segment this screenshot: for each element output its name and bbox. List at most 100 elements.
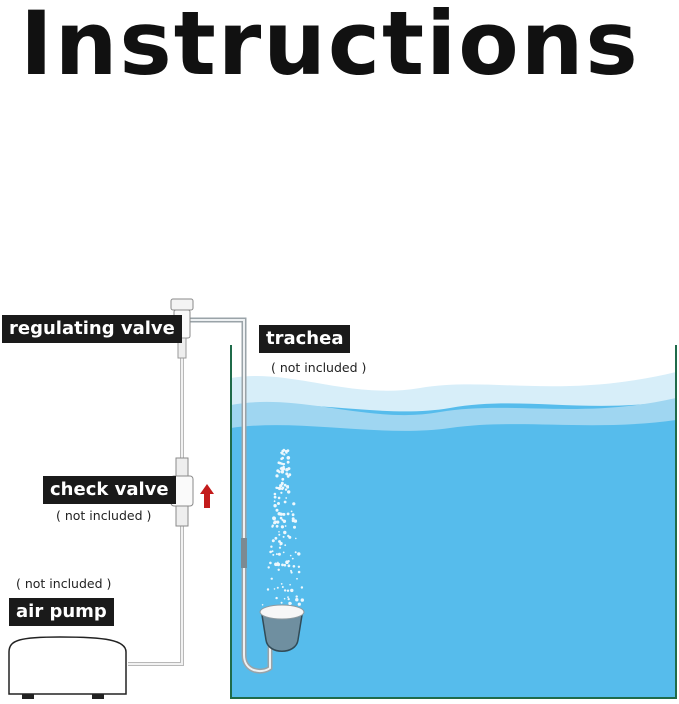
- bubble: [278, 546, 282, 549]
- bubble: [286, 589, 290, 592]
- bubble: [280, 481, 284, 485]
- bubble: [290, 588, 294, 593]
- bubble: [283, 483, 287, 487]
- bubble: [280, 451, 283, 454]
- wave-top: [231, 372, 676, 412]
- bubble: [280, 470, 285, 474]
- bubble: [283, 530, 287, 535]
- bubble: [279, 484, 282, 487]
- bubble: [271, 550, 274, 553]
- bubble: [266, 588, 270, 591]
- bubble: [293, 525, 296, 529]
- regulating-valve-label: regulating valve: [2, 315, 182, 343]
- bubble: [286, 449, 290, 452]
- bubble: [282, 465, 285, 469]
- bubble: [287, 596, 289, 598]
- bubble: [271, 539, 275, 543]
- bubble: [277, 502, 280, 505]
- bubble: [277, 496, 281, 500]
- page-title: Instructions: [20, 0, 640, 95]
- trachea-tube-inner: [190, 319, 271, 673]
- bubble: [278, 533, 281, 536]
- bubble: [285, 560, 289, 564]
- bubble: [297, 570, 301, 574]
- air-pump-label: air pump: [9, 598, 114, 626]
- bubble: [292, 565, 296, 568]
- bubble: [284, 488, 288, 491]
- bubble: [279, 516, 283, 520]
- bubble: [295, 595, 298, 598]
- bubble: [283, 597, 286, 600]
- bubble: [292, 502, 296, 506]
- bubble: [289, 602, 292, 605]
- bubble: [276, 469, 280, 473]
- flow-arrow-icon: [200, 484, 214, 508]
- bubble: [283, 500, 287, 504]
- bubble: [284, 449, 286, 452]
- bubble: [277, 486, 282, 491]
- bubble: [283, 453, 286, 456]
- bubble: [274, 520, 277, 523]
- bubble: [281, 487, 284, 491]
- bubble: [285, 451, 288, 454]
- bubble: [286, 485, 290, 489]
- bubble: [287, 564, 291, 568]
- bubble: [287, 598, 290, 601]
- bubble: [277, 552, 281, 556]
- bubble: [281, 563, 284, 567]
- bubble: [278, 540, 281, 543]
- bubble: [283, 563, 287, 567]
- bubble: [286, 475, 290, 478]
- bubble: [275, 524, 279, 528]
- air-pump-note: ( not included ): [16, 576, 112, 591]
- bubble: [295, 598, 299, 602]
- bubble: [290, 569, 292, 572]
- bubble: [291, 517, 295, 521]
- bubble: [283, 463, 285, 466]
- bubble: [285, 468, 289, 472]
- bubble: [297, 552, 301, 556]
- tube-weight: [241, 538, 247, 568]
- bubble: [283, 589, 287, 592]
- bubble: [284, 525, 287, 527]
- air-pump-icon: [8, 636, 127, 699]
- bubble: [289, 554, 292, 557]
- bubble: [285, 497, 288, 499]
- bubble: [261, 604, 264, 606]
- bubble: [277, 561, 279, 564]
- bubble: [286, 456, 291, 460]
- bubble: [273, 588, 276, 590]
- bubble: [274, 536, 278, 540]
- diffuser-icon: [259, 604, 305, 652]
- bubble: [273, 500, 276, 503]
- bubble: [267, 566, 270, 569]
- bubble: [281, 525, 284, 529]
- bubble: [276, 520, 280, 524]
- bubble: [276, 586, 279, 589]
- bubble: [297, 565, 301, 568]
- bubble: [286, 512, 290, 516]
- bubble: [275, 508, 279, 512]
- bubble: [291, 557, 294, 560]
- wave-mid: [231, 398, 676, 431]
- bubble: [284, 544, 287, 547]
- bubble: [280, 457, 283, 461]
- bubble: [279, 543, 282, 546]
- bubble: [280, 491, 283, 494]
- bubble: [278, 531, 280, 533]
- bubble: [296, 577, 298, 580]
- bubble: [275, 596, 278, 600]
- bubble: [276, 562, 281, 567]
- check-valve-note: ( not included ): [56, 508, 152, 523]
- bubble: [269, 561, 272, 565]
- bubble: [279, 512, 283, 516]
- bubble: [297, 602, 301, 606]
- bubble: [282, 519, 287, 523]
- bubble: [277, 568, 280, 571]
- bubble: [291, 513, 295, 517]
- bubble: [282, 512, 286, 516]
- bubble: [272, 553, 275, 556]
- bubble: [292, 520, 294, 523]
- bubble: [289, 583, 291, 586]
